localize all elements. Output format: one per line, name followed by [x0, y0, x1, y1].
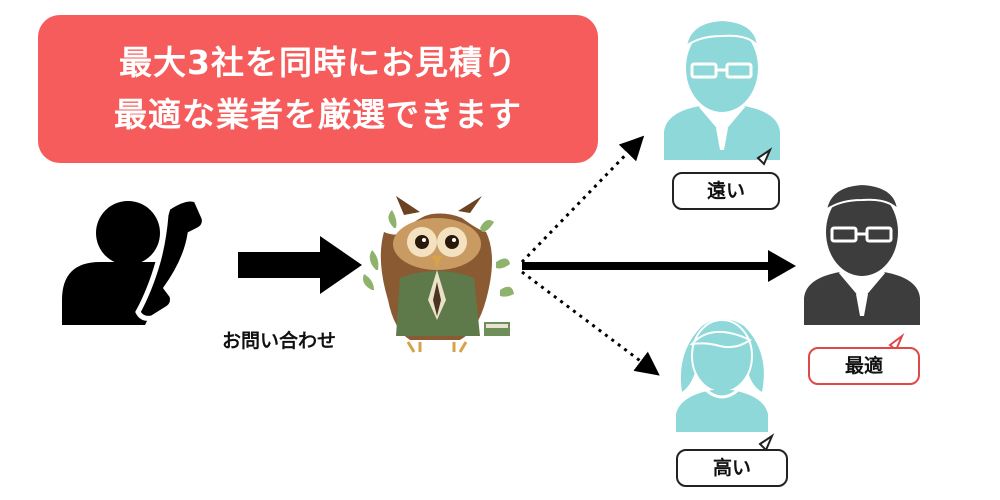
- headline-line-1: 最大3社を同時にお見積り: [119, 43, 517, 82]
- inquiry-label: お問い合わせ: [222, 330, 337, 352]
- arrow-to-owl: [238, 236, 362, 294]
- contractor-top-label: 遠い: [672, 172, 780, 210]
- bubble-tail-top: [756, 147, 773, 166]
- bubble-tail-bottom: [758, 433, 775, 452]
- caller-phone-icon: [62, 196, 207, 325]
- contractor-top-person-icon: [664, 18, 780, 160]
- headline-line-2: 最適な業者を厳選できます: [114, 95, 522, 134]
- contractor-best-label: 最適: [808, 347, 920, 385]
- contractor-bottom-label: 高い: [676, 449, 788, 487]
- contractor-best-person-icon: [804, 182, 920, 325]
- contractor-bottom-person-icon: [676, 319, 768, 432]
- headline-banner: 最大3社を同時にお見積り 最適な業者を厳選できます: [38, 15, 598, 163]
- owl-broker-icon: [363, 196, 514, 353]
- arrows-to-contractors: [520, 135, 796, 376]
